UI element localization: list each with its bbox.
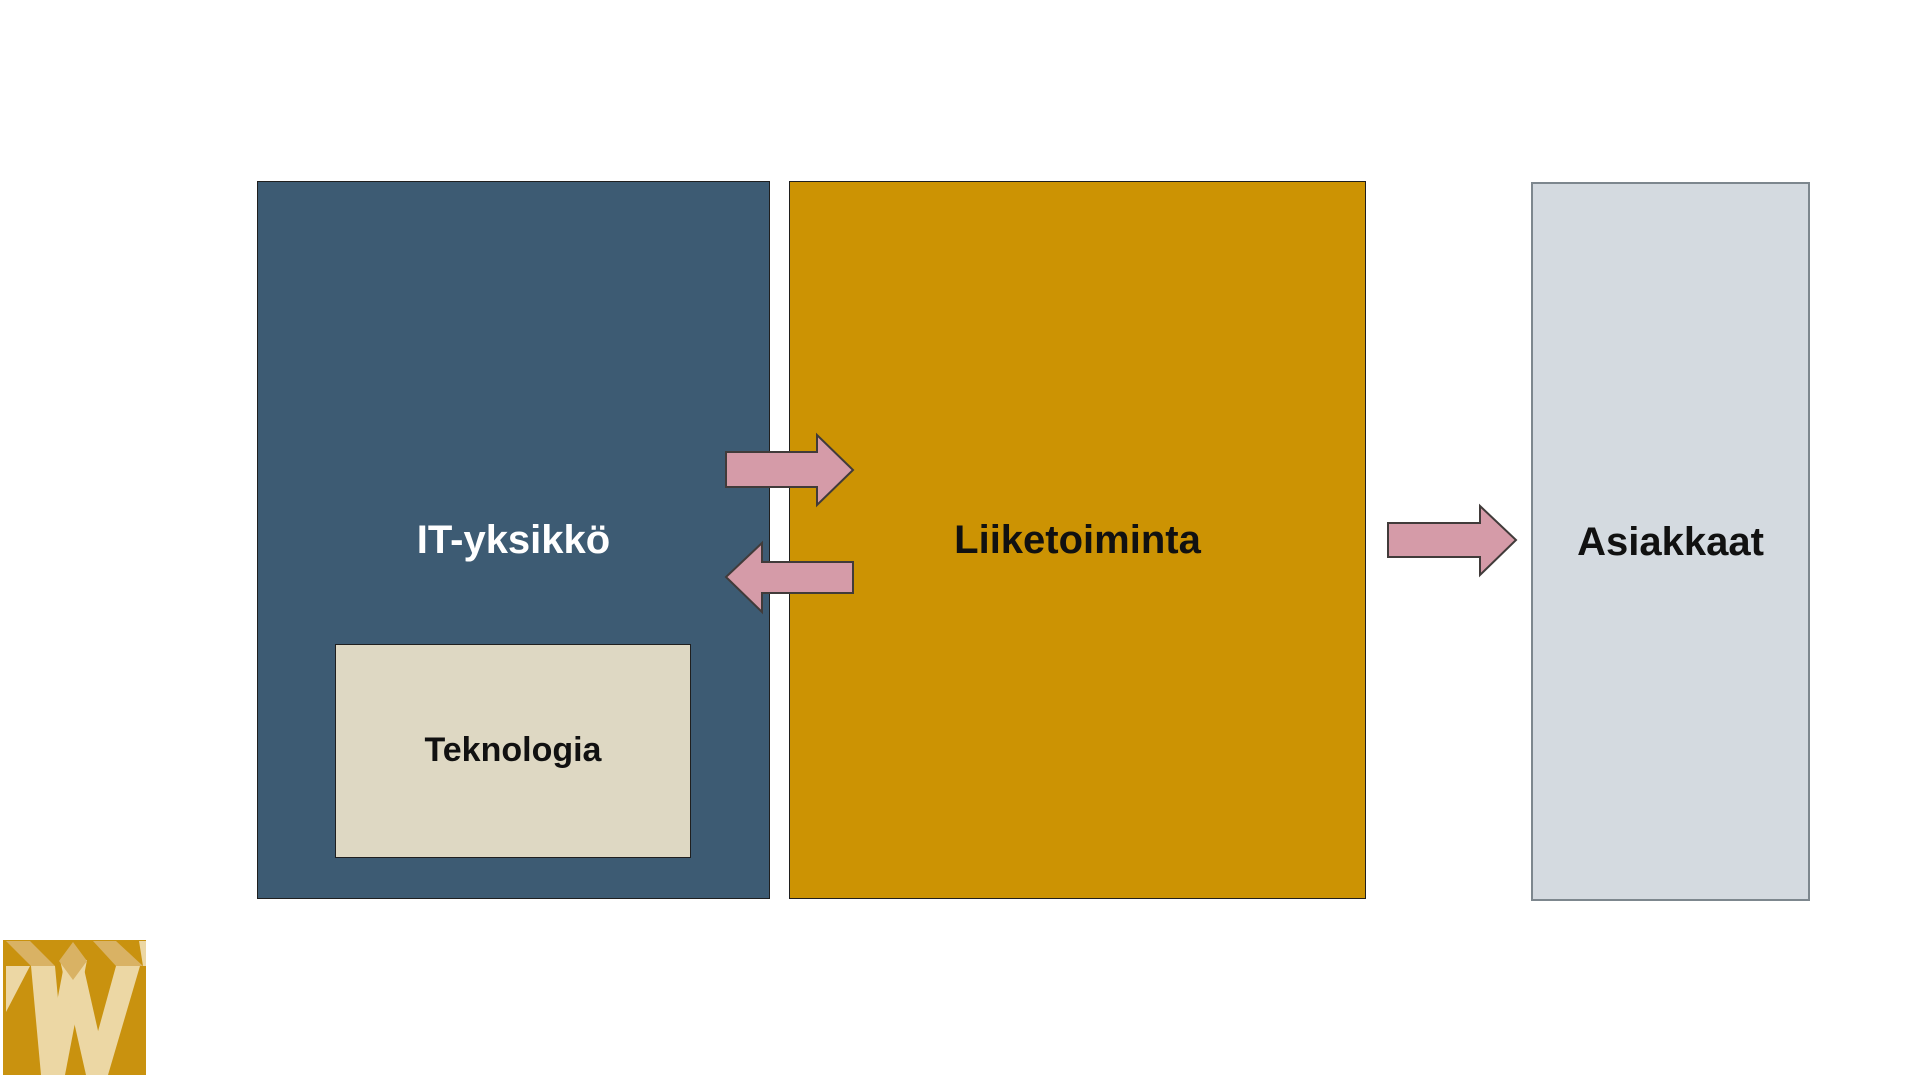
w-monogram-icon bbox=[3, 940, 146, 1075]
logo-stroke bbox=[86, 966, 140, 1075]
logo-stroke bbox=[6, 966, 30, 1012]
logo-stroke bbox=[139, 941, 146, 966]
box-liiketoiminta: Liiketoiminta bbox=[789, 181, 1366, 899]
logo-fold bbox=[6, 941, 55, 966]
arrow-right-icon bbox=[1387, 503, 1518, 578]
logo-fold bbox=[93, 941, 143, 966]
box-liiketoiminta-label: Liiketoiminta bbox=[954, 518, 1201, 562]
box-it-yksikko-label: IT-yksikkö bbox=[416, 518, 611, 562]
box-teknologia: Teknologia bbox=[335, 644, 691, 858]
box-teknologia-label: Teknologia bbox=[424, 731, 602, 770]
box-asiakkaat-label: Asiakkaat bbox=[1577, 519, 1764, 564]
box-it-yksikko: IT-yksikkö Teknologia bbox=[257, 181, 770, 899]
box-asiakkaat: Asiakkaat bbox=[1531, 182, 1810, 901]
logo-fold bbox=[59, 942, 87, 980]
